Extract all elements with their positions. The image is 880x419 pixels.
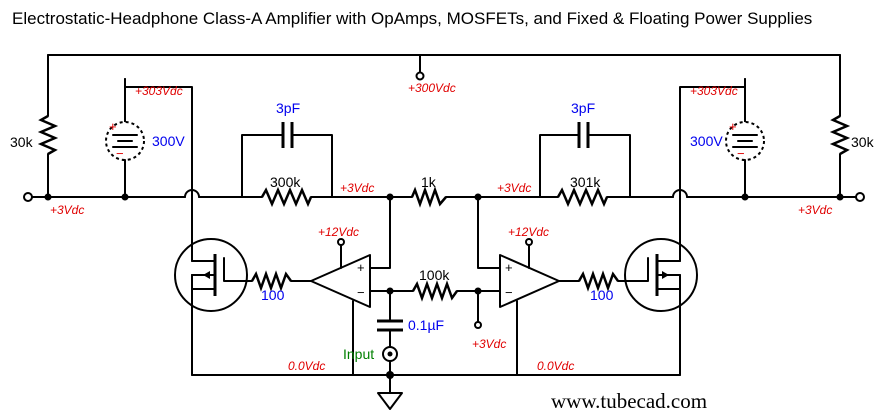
resistor-gate-left-label: 100 <box>261 287 285 303</box>
cap-right-label: 3pF <box>571 100 595 116</box>
output-left-terminal <box>23 192 33 202</box>
top-rail <box>47 54 841 117</box>
opamp-right-minus: − <box>505 285 513 300</box>
opamp-left-minus: − <box>357 285 365 300</box>
top-rail-terminal <box>415 71 425 81</box>
schematic-title: Electrostatic-Headphone Class-A Amplifie… <box>12 9 812 28</box>
supply-left-voltage: +303Vdc <box>135 84 183 98</box>
input-label: Input <box>343 346 374 362</box>
resistor-300k-label: 300k <box>270 174 301 190</box>
mosfet-right <box>617 196 698 376</box>
cap-input-label: 0.1µF <box>408 317 444 333</box>
supply-right-plus: + <box>729 119 737 134</box>
node-left-voltage: +3Vdc <box>340 181 374 195</box>
resistor-100k <box>386 280 482 329</box>
opamp-right-supply: +12Vdc <box>508 225 549 239</box>
resistor-1k-label: 1k <box>421 174 437 190</box>
resistor-left-30k-label: 30k <box>10 134 34 150</box>
resistor-301k-label: 301k <box>570 174 601 190</box>
feedback-left <box>241 122 333 208</box>
website-watermark: www.tubecad.com <box>551 389 707 413</box>
ground-left-voltage: 0.0Vdc <box>288 359 325 373</box>
opamp-left-supply: +12Vdc <box>318 225 359 239</box>
supply-right-voltage: +303Vdc <box>690 84 738 98</box>
output-right-terminal <box>855 192 865 202</box>
resistor-left-30k <box>37 114 59 198</box>
supply-right <box>679 78 765 198</box>
top-rail-voltage: +300Vdc <box>408 81 456 95</box>
node-right-voltage: +3Vdc <box>497 181 531 195</box>
supply-left-minus: − <box>116 146 124 161</box>
input-capacitor <box>377 290 403 348</box>
feedback-right <box>539 122 631 208</box>
resistor-gate-left <box>250 270 293 292</box>
output-right-voltage: +3Vdc <box>798 203 832 217</box>
resistor-gate-right-label: 100 <box>590 287 614 303</box>
resistor-100k-label: 100k <box>419 267 450 283</box>
mosfet-left <box>174 196 253 376</box>
supply-left <box>105 78 193 198</box>
supply-left-plus: + <box>109 119 117 134</box>
output-left-voltage: +3Vdc <box>50 203 84 217</box>
resistor-gate-right <box>577 270 620 292</box>
center-tap-voltage: +3Vdc <box>472 337 506 351</box>
opamp-right-plus: + <box>505 260 513 275</box>
resistor-right-30k-label: 30k <box>851 134 875 150</box>
input-jack <box>382 346 398 362</box>
ground-line <box>191 360 681 410</box>
opamp-left-plus: + <box>357 260 365 275</box>
supply-right-minus: − <box>737 146 745 161</box>
supply-right-label: 300V <box>690 133 723 149</box>
supply-left-label: 300V <box>152 133 185 149</box>
cap-left-label: 3pF <box>276 100 300 116</box>
ground-right-voltage: 0.0Vdc <box>537 359 574 373</box>
output-line <box>23 189 865 202</box>
resistor-right-30k <box>829 114 851 198</box>
